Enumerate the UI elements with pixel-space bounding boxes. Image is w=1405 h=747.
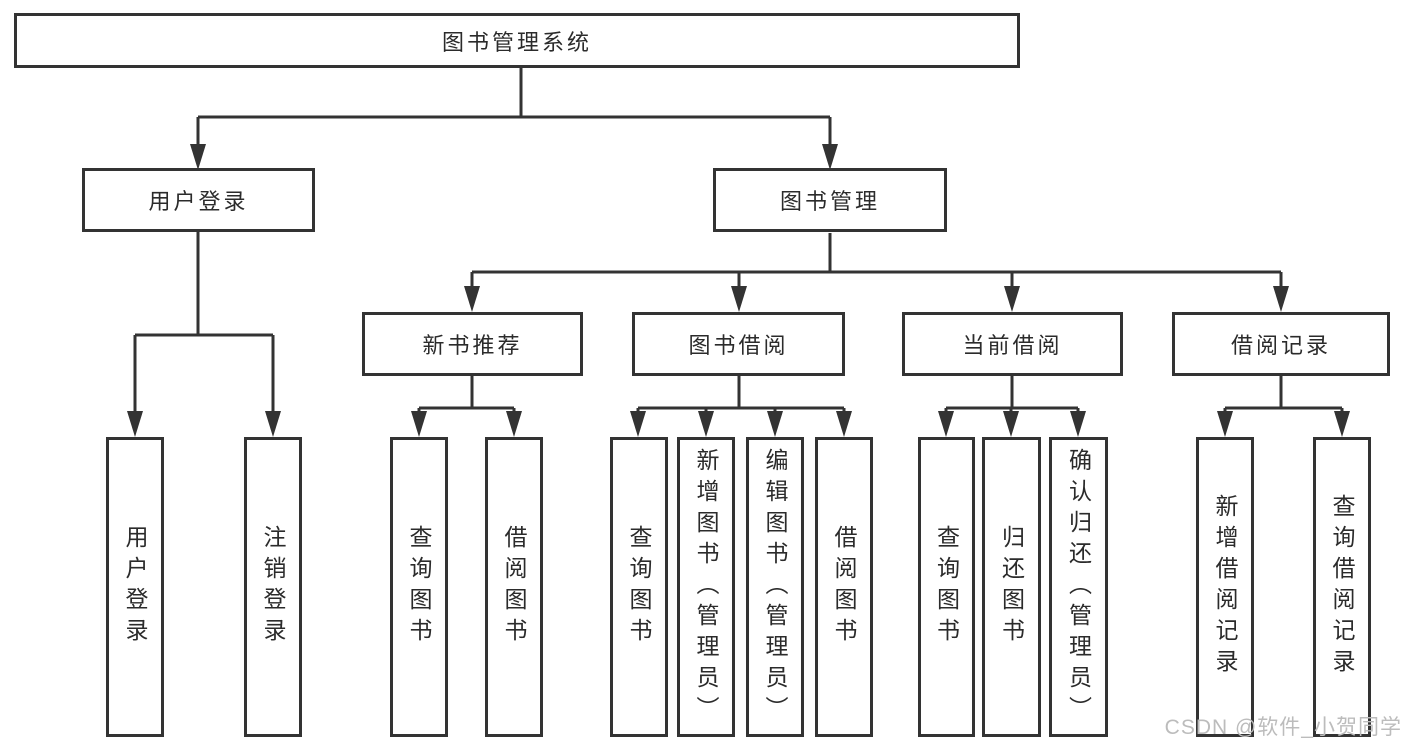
node-book-borrowing: 图书借阅 xyxy=(632,312,845,376)
leaf-add-borrow-record: 新增借阅记录 xyxy=(1196,437,1254,737)
arrow xyxy=(127,335,143,437)
arrow xyxy=(1004,272,1020,312)
arrow xyxy=(506,408,522,437)
leaf-query-borrow-record: 查询借阅记录 xyxy=(1313,437,1371,737)
node-current-borrowing: 当前借阅 xyxy=(902,312,1123,376)
arrow xyxy=(938,408,954,437)
leaf-logout: 注销登录 xyxy=(244,437,302,737)
arrow xyxy=(1273,272,1289,312)
arrow xyxy=(731,272,747,312)
node-library-system: 图书管理系统 xyxy=(14,13,1020,68)
leaf-return-book: 归还图书 xyxy=(982,437,1041,737)
leaf-query-books-2: 查询图书 xyxy=(610,437,668,737)
csdn-watermark: CSDN @软件_小贺同学 xyxy=(1164,716,1402,739)
leaf-edit-book-admin: 编辑图书（管理员） xyxy=(746,437,804,737)
arrow xyxy=(1334,408,1350,437)
leaf-confirm-return-admin: 确认归还（管理员） xyxy=(1049,437,1108,737)
arrow xyxy=(265,335,281,437)
arrow xyxy=(836,408,852,437)
arrow xyxy=(190,117,206,170)
arrow xyxy=(767,408,783,437)
arrow xyxy=(1070,408,1086,437)
leaf-borrow-books-1: 借阅图书 xyxy=(485,437,543,737)
arrow xyxy=(630,408,646,437)
node-book-management: 图书管理 xyxy=(713,168,947,232)
leaf-user-login: 用户登录 xyxy=(106,437,164,737)
leaf-query-books-3: 查询图书 xyxy=(918,437,975,737)
arrow xyxy=(464,272,480,312)
arrow xyxy=(411,408,427,437)
leaf-query-books-1: 查询图书 xyxy=(390,437,448,737)
node-user-login: 用户登录 xyxy=(82,168,315,232)
arrow xyxy=(698,408,714,437)
arrow xyxy=(1003,408,1019,437)
arrow xyxy=(1217,408,1233,437)
arrow xyxy=(822,117,838,170)
node-new-book-recommend: 新书推荐 xyxy=(362,312,583,376)
leaf-borrow-books-2: 借阅图书 xyxy=(815,437,873,737)
leaf-add-book-admin: 新增图书（管理员） xyxy=(677,437,735,737)
node-borrowing-records: 借阅记录 xyxy=(1172,312,1390,376)
